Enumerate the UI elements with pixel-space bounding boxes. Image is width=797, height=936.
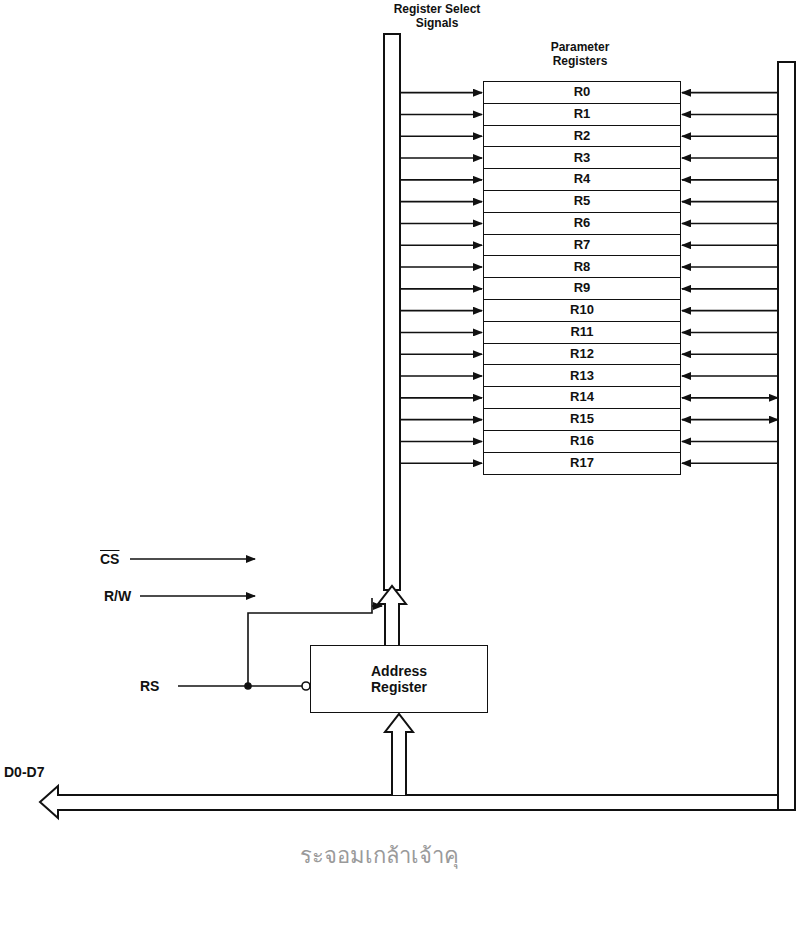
register-name: R16: [570, 434, 594, 449]
select-signal: [400, 441, 482, 443]
select-signal: [400, 157, 482, 159]
parameter-register: R16: [483, 430, 681, 453]
data-line: [682, 310, 778, 312]
data-line: [682, 441, 778, 443]
data-bus: [40, 786, 778, 818]
data-line: [682, 375, 778, 377]
select-signal: [400, 92, 482, 94]
register-name: R9: [574, 281, 591, 296]
data-line: [682, 135, 778, 137]
select-signal: [400, 266, 482, 268]
parameter-register: R13: [483, 364, 681, 387]
register-name: R11: [570, 325, 593, 340]
select-signal: [400, 288, 482, 290]
signal-name: R/W: [104, 588, 131, 604]
register-name: R8: [574, 260, 591, 275]
data-to-address-arrow: [385, 714, 413, 795]
data-line: [682, 244, 778, 246]
data-line: [682, 419, 778, 421]
data-line: [682, 179, 778, 181]
register-name: R7: [574, 238, 591, 253]
data-line: [682, 332, 778, 334]
parameter-register: R5: [483, 190, 681, 213]
select-signal: [400, 135, 482, 137]
select-signal: [400, 462, 482, 464]
parameter-register: R2: [483, 125, 681, 148]
select-signal: [400, 244, 482, 246]
register-name: R15: [570, 412, 594, 427]
cs-line: [130, 558, 255, 560]
register-name: R3: [574, 151, 591, 166]
bus-name: D0-D7: [4, 764, 44, 780]
select-signal: [400, 375, 482, 377]
rs-line: [178, 685, 302, 687]
data-line: [682, 288, 778, 290]
register-name: R2: [574, 129, 591, 144]
register-name: R13: [570, 369, 594, 384]
register-name: R12: [570, 347, 594, 362]
box-label: Address Register: [344, 663, 454, 695]
signal-name: RS: [140, 678, 159, 694]
parameter-register: R17: [483, 452, 681, 475]
data-line: [682, 397, 778, 399]
register-name: R4: [574, 172, 591, 187]
inversion-bubble: [302, 682, 310, 690]
rs-branch-arrow: [372, 605, 382, 607]
parameter-register: R3: [483, 146, 681, 169]
data-line: [682, 114, 778, 116]
data-bus-vertical: [778, 62, 795, 810]
select-signal: [400, 179, 482, 181]
address-register: Address Register: [310, 645, 488, 713]
parameter-register: R7: [483, 234, 681, 257]
parameter-register: R0: [483, 81, 681, 104]
select-signal: [400, 201, 482, 203]
parameter-register: R10: [483, 299, 681, 322]
parameter-register: R14: [483, 386, 681, 409]
data-line: [682, 353, 778, 355]
parameter-register: R8: [483, 255, 681, 278]
register-name: R6: [574, 216, 591, 231]
register-name: R14: [570, 390, 594, 405]
bus-title: Register Select Signals: [392, 2, 482, 31]
parameter-register: R15: [483, 408, 681, 431]
register-name: R1: [574, 107, 591, 122]
parameter-register: R1: [483, 103, 681, 126]
register-name: R5: [574, 194, 591, 209]
register-name: R0: [574, 85, 591, 100]
rw-line: [140, 595, 255, 597]
select-signal: [400, 114, 482, 116]
data-line: [682, 201, 778, 203]
address-bus-arrow: [378, 586, 406, 645]
select-signal: [400, 419, 482, 421]
data-line: [682, 223, 778, 225]
select-signal: [400, 332, 482, 334]
signal-name: CS: [100, 551, 119, 567]
parameter-register: R6: [483, 212, 681, 235]
data-line: [682, 157, 778, 159]
select-bus: [384, 34, 400, 590]
select-signal: [400, 223, 482, 225]
watermark: ระจอมเกล้าเจ้าคุ: [300, 838, 459, 873]
data-line: [682, 266, 778, 268]
data-line: [682, 92, 778, 94]
parameter-register: R12: [483, 343, 681, 366]
register-name: R17: [570, 456, 594, 471]
select-signal: [400, 310, 482, 312]
parameter-register: R4: [483, 168, 681, 191]
parameter-register: R11: [483, 321, 681, 344]
data-line: [682, 462, 778, 464]
parameter-register: R9: [483, 277, 681, 300]
select-signal: [400, 353, 482, 355]
register-name: R10: [570, 303, 594, 318]
block-title: Parameter Registers: [535, 40, 625, 69]
select-signal: [400, 397, 482, 399]
